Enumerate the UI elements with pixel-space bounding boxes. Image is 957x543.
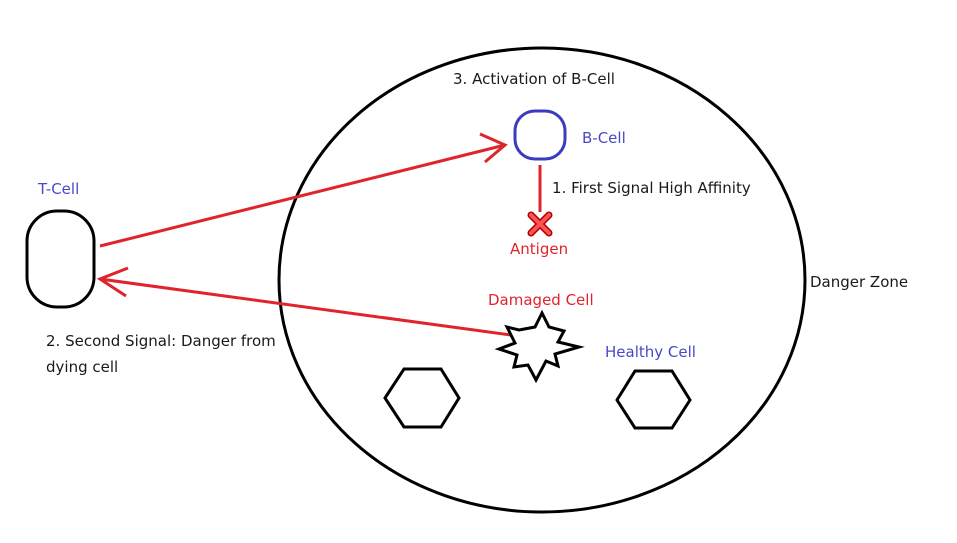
b-cell-label: B-Cell: [582, 129, 626, 147]
arrow-damaged-cell-to-t-cell: [96, 266, 519, 338]
antigen-icon: [527, 211, 553, 237]
arrow-t-cell-to-b-cell: [99, 132, 508, 248]
activation-label: 3. Activation of B-Cell: [453, 70, 615, 88]
damaged-cell-label: Damaged Cell: [488, 291, 594, 309]
first-signal-label: 1. First Signal High Affinity: [552, 179, 751, 197]
b-cell-shape: [513, 109, 567, 161]
healthy-cell-hexagon-right: [615, 369, 692, 430]
danger-zone-label: Danger Zone: [810, 273, 909, 291]
danger-zone-ellipse: [277, 46, 807, 514]
antigen-label: Antigen: [510, 240, 569, 258]
t-cell-shape: [25, 209, 96, 309]
t-cell-label: T-Cell: [38, 180, 80, 198]
healthy-cell-hexagon-left: [383, 367, 461, 429]
healthy-cell-label: Healthy Cell: [605, 343, 696, 361]
second-signal-label: 2. Second Signal: Danger from dying cell: [46, 332, 276, 376]
damaged-cell-shape: [494, 309, 585, 384]
